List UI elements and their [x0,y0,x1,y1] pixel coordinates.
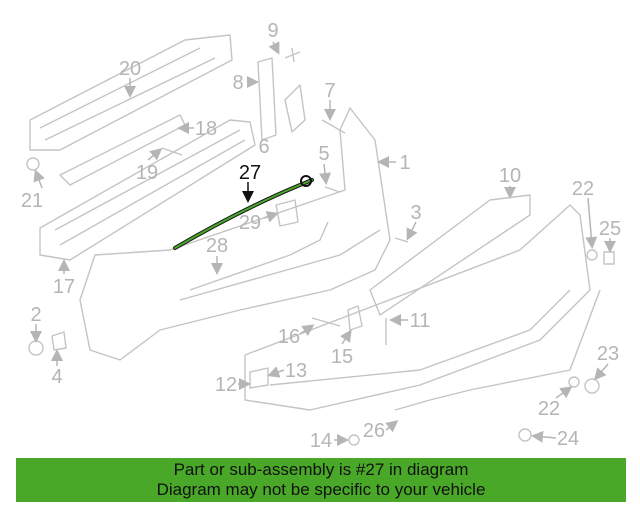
part-26-harness[interactable] [394,289,601,411]
callout-13[interactable]: 13 [285,360,307,382]
part-20-reinforcement[interactable] [29,34,233,151]
part-10-bracket[interactable] [369,194,531,316]
part-7-bolt[interactable] [321,119,346,134]
callout-22-bottom[interactable]: 22 [538,398,560,420]
callout-8[interactable]: 8 [232,72,243,94]
callout-25[interactable]: 25 [599,218,621,240]
callout-9[interactable]: 9 [267,20,278,42]
callout-4[interactable]: 4 [51,366,62,388]
part-2-nut[interactable] [28,340,44,356]
part-8-bracket[interactable] [257,57,277,141]
callout-3[interactable]: 3 [410,202,421,224]
part-14-clip[interactable] [348,434,360,446]
part-13-bracket[interactable] [249,367,269,389]
part-21-clip[interactable] [26,157,40,171]
callout-28[interactable]: 28 [206,235,228,257]
callout-19[interactable]: 19 [136,162,158,184]
callout-20[interactable]: 20 [119,58,141,80]
part-12-valance[interactable] [244,204,591,411]
part-25-clip[interactable] [603,251,615,265]
part-24-sensor[interactable] [518,428,532,442]
callout-7[interactable]: 7 [324,80,335,102]
part-1-bumper-cover[interactable] [79,107,391,361]
callout-labels: 1 2 3 4 5 6 7 8 9 10 11 12 13 14 15 16 1… [21,20,621,452]
part-9-fastener[interactable] [284,47,301,63]
callout-5[interactable]: 5 [318,143,329,165]
part-27-wire-highlighted[interactable] [173,175,314,250]
callout-1[interactable]: 1 [399,152,410,174]
part-17-absorber[interactable] [39,119,256,261]
callout-10[interactable]: 10 [499,165,521,187]
callout-29[interactable]: 29 [239,212,261,234]
callout-17[interactable]: 17 [53,276,75,298]
callout-11[interactable]: 11 [410,310,431,332]
part-4-clip[interactable] [51,331,67,351]
part-6-bracket[interactable] [284,84,306,133]
banner-line-part-number: Part or sub-assembly is #27 in diagram [173,460,469,479]
callout-23[interactable]: 23 [597,343,619,365]
part-22b-sensor[interactable] [568,376,580,388]
part-16-screw[interactable] [311,317,341,327]
callout-14[interactable]: 14 [310,430,332,452]
part-19-screw[interactable] [161,147,183,156]
callout-2[interactable]: 2 [30,304,41,326]
callout-18[interactable]: 18 [195,118,217,140]
part-3-screw[interactable] [394,237,409,243]
part-15-grommet[interactable] [347,305,363,331]
part-info-banner: Part or sub-assembly is #27 in diagram D… [16,458,626,502]
callout-22-top[interactable]: 22 [572,178,594,200]
callout-16[interactable]: 16 [278,326,300,348]
leader-arrows [30,41,616,446]
callout-6[interactable]: 6 [258,136,269,158]
part-5-bolt[interactable] [324,186,341,193]
callout-15[interactable]: 15 [331,346,353,368]
part-22-clip[interactable] [586,249,598,261]
callout-21[interactable]: 21 [21,190,43,212]
banner-line-disclaimer: Diagram may not be specific to your vehi… [156,480,486,499]
callout-27-highlighted[interactable]: 27 [239,162,261,184]
callout-26[interactable]: 26 [363,420,385,442]
callout-24[interactable]: 24 [557,428,579,450]
part-23-sensor[interactable] [584,378,600,394]
part-28-wire[interactable] [189,221,329,291]
callout-12[interactable]: 12 [215,374,237,396]
